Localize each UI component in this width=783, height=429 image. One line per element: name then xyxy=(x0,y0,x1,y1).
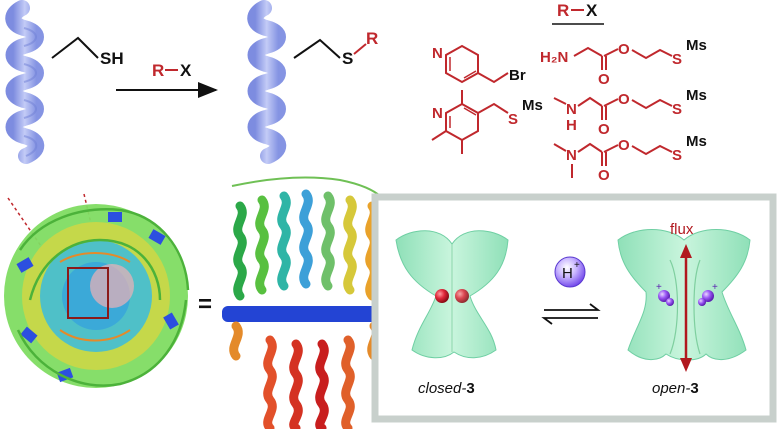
equilibrium-arrows xyxy=(541,303,601,325)
svg-text:S: S xyxy=(508,111,518,128)
svg-text:O: O xyxy=(598,71,610,88)
flux-arrow xyxy=(680,244,692,372)
thioether-linker xyxy=(293,38,341,59)
svg-text:H: H xyxy=(562,265,573,282)
svg-text:+: + xyxy=(712,282,718,293)
proton-icon: H + xyxy=(554,256,586,288)
svg-text:Ms: Ms xyxy=(522,97,543,114)
closed-channel xyxy=(395,230,509,359)
reagents-header: R X xyxy=(552,1,604,25)
reagent-label: R X xyxy=(152,61,192,80)
svg-text:S: S xyxy=(672,51,682,68)
svg-text:H₂N: H₂N xyxy=(540,49,568,66)
reagent-glycine-ester: H₂N O O S Ms xyxy=(540,37,707,88)
svg-text:O: O xyxy=(618,41,630,58)
svg-text:R: R xyxy=(152,61,164,80)
reagent-sarcosine-ester: N H O O S Ms xyxy=(553,87,707,138)
closed-label: closed-3 xyxy=(418,380,475,397)
svg-text:S: S xyxy=(672,101,682,118)
svg-text:N: N xyxy=(566,147,577,164)
svg-text:H: H xyxy=(566,117,577,134)
svg-text:X: X xyxy=(586,1,598,20)
svg-text:Ms: Ms xyxy=(686,87,707,104)
svg-text:S: S xyxy=(672,147,682,164)
thiol-label: SH xyxy=(100,49,124,68)
svg-text:O: O xyxy=(618,91,630,108)
protein-top-view xyxy=(4,193,190,388)
svg-text:Ms: Ms xyxy=(686,37,707,54)
svg-text:X: X xyxy=(180,61,192,80)
svg-text:N: N xyxy=(432,105,443,122)
open-channel: + + xyxy=(617,229,751,361)
svg-text:+: + xyxy=(656,282,662,293)
svg-text:Br: Br xyxy=(509,67,526,84)
reagent-dimethylglycine-ester: N O O S Ms xyxy=(553,133,707,184)
helix-reactant xyxy=(5,0,45,164)
svg-text:R: R xyxy=(557,1,569,20)
protein-side-view xyxy=(222,176,394,429)
product-r-label: R xyxy=(366,29,378,48)
flux-label: flux xyxy=(670,221,694,238)
helix-product xyxy=(247,0,287,164)
svg-text:O: O xyxy=(598,167,610,184)
equals-sign: = xyxy=(198,291,212,318)
open-label: open-3 xyxy=(652,380,699,397)
svg-text:N: N xyxy=(566,101,577,118)
product-s-label: S xyxy=(342,49,353,68)
thiol-linker xyxy=(51,36,99,59)
reagent-bromomethylpyridine: N Br xyxy=(432,44,526,84)
svg-text:Ms: Ms xyxy=(686,133,707,150)
svg-text:O: O xyxy=(618,137,630,154)
svg-text:O: O xyxy=(598,121,610,138)
pore-highlight-box xyxy=(67,267,109,319)
svg-text:+: + xyxy=(574,260,580,271)
svg-text:N: N xyxy=(432,45,443,62)
reagent-collidine: N S Ms xyxy=(431,90,543,154)
